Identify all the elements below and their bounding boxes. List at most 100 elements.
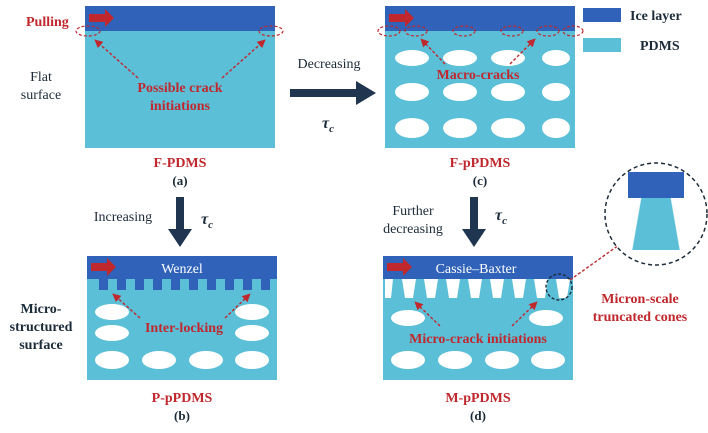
pore-ellipse — [542, 118, 570, 138]
macro-crack-marker — [536, 25, 560, 37]
panel-b-annotation: Inter-locking — [145, 321, 223, 336]
ice-tooth — [189, 279, 198, 290]
panel-b-ice-layer — [87, 256, 277, 279]
panel-b: Wenzel Inter-locking P-pPDMS (b) — [87, 256, 277, 423]
panel-c: Macro-cracks F-pPDMS (c) — [377, 6, 584, 188]
cone-gap — [468, 279, 482, 298]
ice-tooth — [261, 279, 270, 290]
inset-cone-edge-right — [670, 197, 681, 251]
panel-a-annotation-line1: Possible crack — [137, 81, 222, 96]
panel-a: Pulling Possible crack initiations F-PDM… — [26, 6, 284, 188]
micro-surface-label-line3: surface — [19, 338, 63, 353]
pore-ellipse — [485, 351, 519, 369]
pore-ellipse — [531, 351, 565, 369]
panel-d-ice-text: Cassie–Baxter — [436, 262, 517, 277]
pore-ellipse — [542, 83, 570, 101]
pulling-arrow-icon — [387, 258, 412, 276]
panel-d-crack-pointer-right — [511, 301, 538, 327]
tau-subscript: c — [329, 123, 334, 135]
panel-d-annotation: Micro-crack initiations — [409, 332, 547, 347]
ice-tooth — [117, 279, 126, 290]
pore-ellipse — [95, 351, 129, 369]
macro-crack-marker — [404, 25, 428, 37]
tau-symbol: τ — [495, 207, 503, 224]
pore-ellipse — [235, 351, 269, 369]
arrow-c-to-d: Further decreasing τc — [383, 197, 507, 247]
decreasing-arrow-head — [356, 81, 376, 105]
panel-c-annotation: Macro-cracks — [437, 68, 520, 83]
pore-ellipse — [443, 50, 477, 66]
panel-c-label: (c) — [473, 173, 487, 188]
micro-surface-label-line2: structured — [10, 320, 73, 335]
tau-c-symbol-ac: τc — [322, 115, 334, 135]
arrow-a-to-c: Decreasing τc — [290, 57, 376, 135]
panel-c-pore-ellipses — [395, 50, 570, 138]
panel-d-label: (d) — [470, 408, 486, 423]
panel-d-zoom-circle — [545, 273, 573, 301]
inset-cone — [632, 198, 680, 250]
ice-tooth — [171, 279, 180, 290]
panel-d-crack-pointer-left — [414, 301, 441, 327]
panel-a-crack-right-pointer — [221, 39, 266, 79]
cone-gap — [424, 279, 438, 298]
panel-d-cone-gaps — [385, 279, 570, 298]
pore-ellipse — [491, 83, 525, 101]
legend-ice-label: Ice layer — [630, 9, 682, 24]
pore-ellipse — [391, 351, 425, 369]
tau-symbol: τ — [201, 211, 209, 228]
cone-gap — [385, 279, 393, 298]
panel-b-interlock-pointer-left — [112, 293, 141, 319]
cone-gap — [490, 279, 504, 298]
cone-gap — [534, 279, 548, 298]
panel-a-label: (a) — [172, 173, 187, 188]
panel-a-crack-left-marker — [75, 25, 101, 37]
pore-ellipse — [235, 325, 269, 341]
tau-c-symbol-ab: τc — [201, 211, 213, 231]
pulling-arrow-icon — [389, 9, 414, 27]
increasing-arrow-head — [168, 229, 192, 247]
panel-c-crack-markers — [377, 25, 584, 37]
ice-tooth — [153, 279, 162, 290]
legend: Ice layer PDMS — [583, 8, 682, 54]
panel-a-crack-right-marker — [258, 25, 284, 37]
panel-a-ice-layer — [85, 6, 275, 31]
panel-d-pore-ellipses — [391, 310, 565, 369]
macro-crack-marker — [500, 25, 524, 37]
inset-link-line — [569, 239, 627, 281]
panel-b-ice-text: Wenzel — [161, 262, 203, 277]
pore-ellipse — [95, 325, 129, 341]
legend-pdms-swatch — [583, 38, 621, 52]
panel-d-ice-layer — [383, 256, 573, 279]
pore-ellipse — [491, 118, 525, 138]
tau-c-symbol-cd: τc — [495, 207, 507, 227]
pore-ellipse — [395, 118, 429, 138]
further-label-line2: decreasing — [383, 222, 443, 237]
panel-d: Cassie–Baxter Micro-crack initiations M-… — [383, 256, 573, 423]
inset-ice-block — [628, 172, 684, 198]
tau-subscript: c — [502, 215, 507, 227]
tau-subscript: c — [208, 219, 213, 231]
pore-ellipse — [235, 304, 269, 320]
ice-tooth — [225, 279, 234, 290]
decreasing-label: Decreasing — [298, 57, 361, 72]
panel-b-pore-ellipses — [95, 304, 269, 369]
panel-b-name: P-pPDMS — [152, 391, 213, 406]
pore-ellipse — [95, 304, 129, 320]
pore-ellipse — [443, 83, 477, 101]
legend-ice-swatch — [583, 8, 621, 22]
panel-c-name: F-pPDMS — [450, 156, 511, 171]
further-arrow-head — [462, 229, 486, 247]
legend-pdms-label: PDMS — [640, 39, 680, 54]
further-label-line1: Further — [392, 204, 434, 219]
cone-gap — [512, 279, 526, 298]
panel-c-ice-layer — [385, 6, 575, 31]
pulling-arrow-icon — [89, 9, 114, 27]
pore-ellipse — [443, 118, 477, 138]
ice-tooth — [99, 279, 108, 290]
ice-tooth — [207, 279, 216, 290]
flat-surface-label-line1: Flat — [30, 70, 52, 85]
pulling-arrow-icon — [91, 258, 116, 276]
pore-ellipse — [395, 83, 429, 101]
micro-surface-label-line1: Micro- — [21, 302, 62, 317]
